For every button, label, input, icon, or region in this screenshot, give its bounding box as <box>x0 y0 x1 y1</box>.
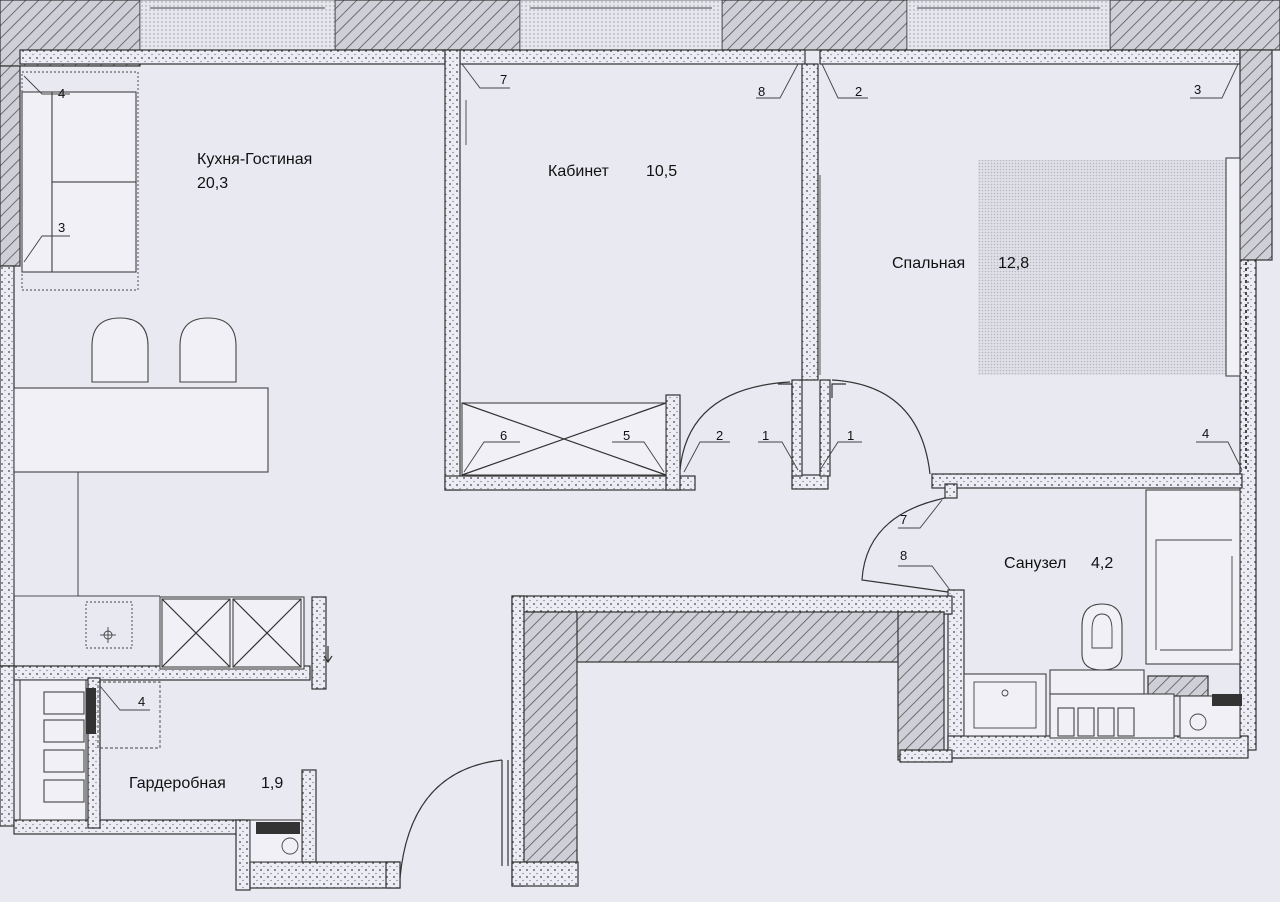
bed <box>819 157 1247 470</box>
marker-bedroom-top-left: 2 <box>855 84 862 99</box>
bathtub <box>1145 489 1241 697</box>
marker-study-door: 2 <box>716 428 723 443</box>
marker-study-bottom-left: 6 <box>500 428 507 443</box>
bathroom-walls <box>944 483 1249 759</box>
left-exterior-wall <box>0 65 21 667</box>
study-walls <box>444 49 819 491</box>
marker-corridor-left: 1 <box>762 428 769 443</box>
marker-bathroom-b: 8 <box>900 548 907 563</box>
washing-machine <box>1049 669 1242 739</box>
marker-kitchen-mid: 3 <box>58 220 65 235</box>
marker-study-top-left: 7 <box>500 72 507 87</box>
right-exterior-wall <box>1239 49 1273 751</box>
corridor-jambs <box>791 473 1243 490</box>
wardrobe-area-label: 1,9 <box>261 775 283 792</box>
kitchen-cabinets <box>159 596 333 690</box>
entrance-door <box>399 759 509 879</box>
wardrobe-name-label: Гардеробная <box>129 775 226 792</box>
marker-bedroom-bottom-right: 4 <box>1202 426 1209 441</box>
bathroom-name-label: Санузел <box>1004 555 1066 572</box>
kitchen-area-label: 20,3 <box>197 175 228 192</box>
kitchen-name-label: Кухня-Гостиная <box>197 151 312 168</box>
wardrobe-walls <box>0 665 401 891</box>
exterior-top-wall <box>0 0 1280 67</box>
marker-corridor-right: 1 <box>847 428 854 443</box>
bar-counter <box>13 317 269 473</box>
marker-bathroom-a: 7 <box>900 512 907 527</box>
wardrobe-shelves <box>19 679 303 863</box>
marker-study-top-right: 8 <box>758 84 765 99</box>
study-area-label: 10,5 <box>646 163 677 180</box>
central-block <box>511 595 953 887</box>
study-name-label: Кабинет <box>548 163 610 180</box>
bathroom-area-label: 4,2 <box>1091 555 1113 572</box>
marker-bedroom-top-right: 3 <box>1194 82 1201 97</box>
bathroom-door <box>861 497 949 593</box>
bedroom-area-label: 12,8 <box>998 255 1029 272</box>
marker-wardrobe: 4 <box>138 694 145 709</box>
sofa <box>21 71 139 291</box>
bedroom-name-label: Спальная <box>892 255 965 272</box>
study-closet <box>461 100 667 476</box>
marker-leaders <box>23 63 1243 711</box>
study-door <box>679 381 791 471</box>
toilet <box>1081 603 1123 671</box>
marker-kitchen-top: 4 <box>58 86 65 101</box>
kitchen-counter <box>13 471 160 649</box>
corridor-doors <box>778 379 931 477</box>
marker-study-bottom-right: 5 <box>623 428 630 443</box>
sink <box>963 673 1047 737</box>
